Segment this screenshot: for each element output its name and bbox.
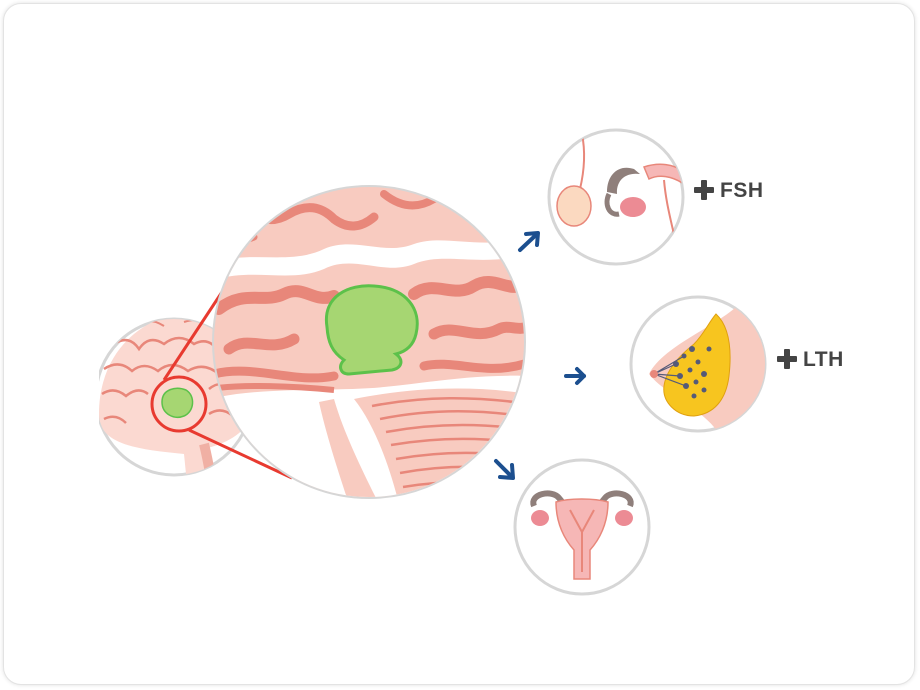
zoom-lines — [162, 291, 293, 480]
diagram-frame: FSH LTH — [3, 3, 915, 685]
lth-label: LTH — [777, 348, 844, 372]
plus-icon — [694, 180, 714, 200]
arrow-icon — [494, 459, 515, 480]
plus-icon — [777, 349, 797, 369]
arrow-icon — [564, 367, 586, 385]
fsh-label: FSH — [694, 179, 764, 203]
milk-glands — [673, 346, 712, 399]
pituitary-hormone-diagram — [99, 128, 767, 596]
breast-circle — [629, 295, 767, 433]
gonad-circle — [547, 128, 685, 266]
magnified-brain-circle — [212, 185, 526, 499]
fsh-text: FSH — [720, 179, 764, 202]
arrow-icon — [518, 231, 540, 252]
uterus-circle — [513, 458, 651, 596]
pituitary-gland — [324, 284, 419, 376]
lth-text: LTH — [803, 348, 844, 371]
